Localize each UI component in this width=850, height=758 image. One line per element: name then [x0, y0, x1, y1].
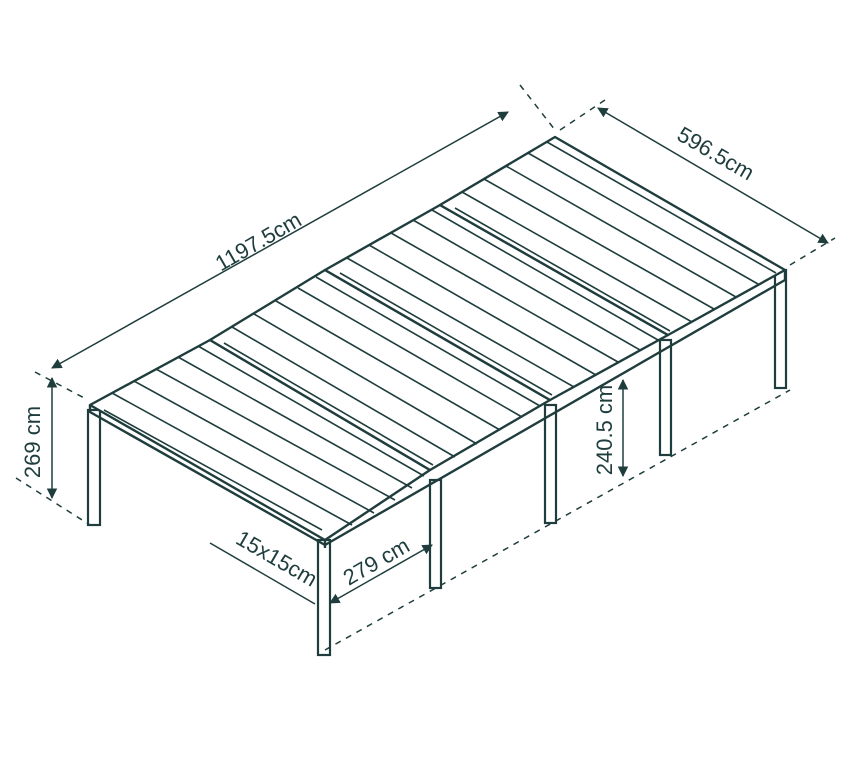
post-front-left	[86, 408, 102, 527]
dim-clear-height: 240.5 cm	[592, 378, 629, 478]
dim-post-spacing: 279 cm	[329, 533, 433, 604]
label-clear-height: 240.5 cm	[592, 385, 617, 476]
post-mid-2	[543, 403, 558, 525]
dim-post-size: 15x15cm	[209, 525, 322, 605]
post-mid-3	[658, 338, 673, 457]
post-front-mid	[316, 538, 332, 657]
post-back-right	[773, 268, 788, 390]
label-width: 596.5cm	[673, 122, 759, 186]
post-mid-1	[428, 478, 443, 590]
label-length: 1197.5cm	[211, 207, 306, 276]
dim-total-height: 269 cm	[15, 376, 91, 526]
label-total-height: 269 cm	[20, 406, 45, 478]
ground-line	[324, 389, 791, 651]
